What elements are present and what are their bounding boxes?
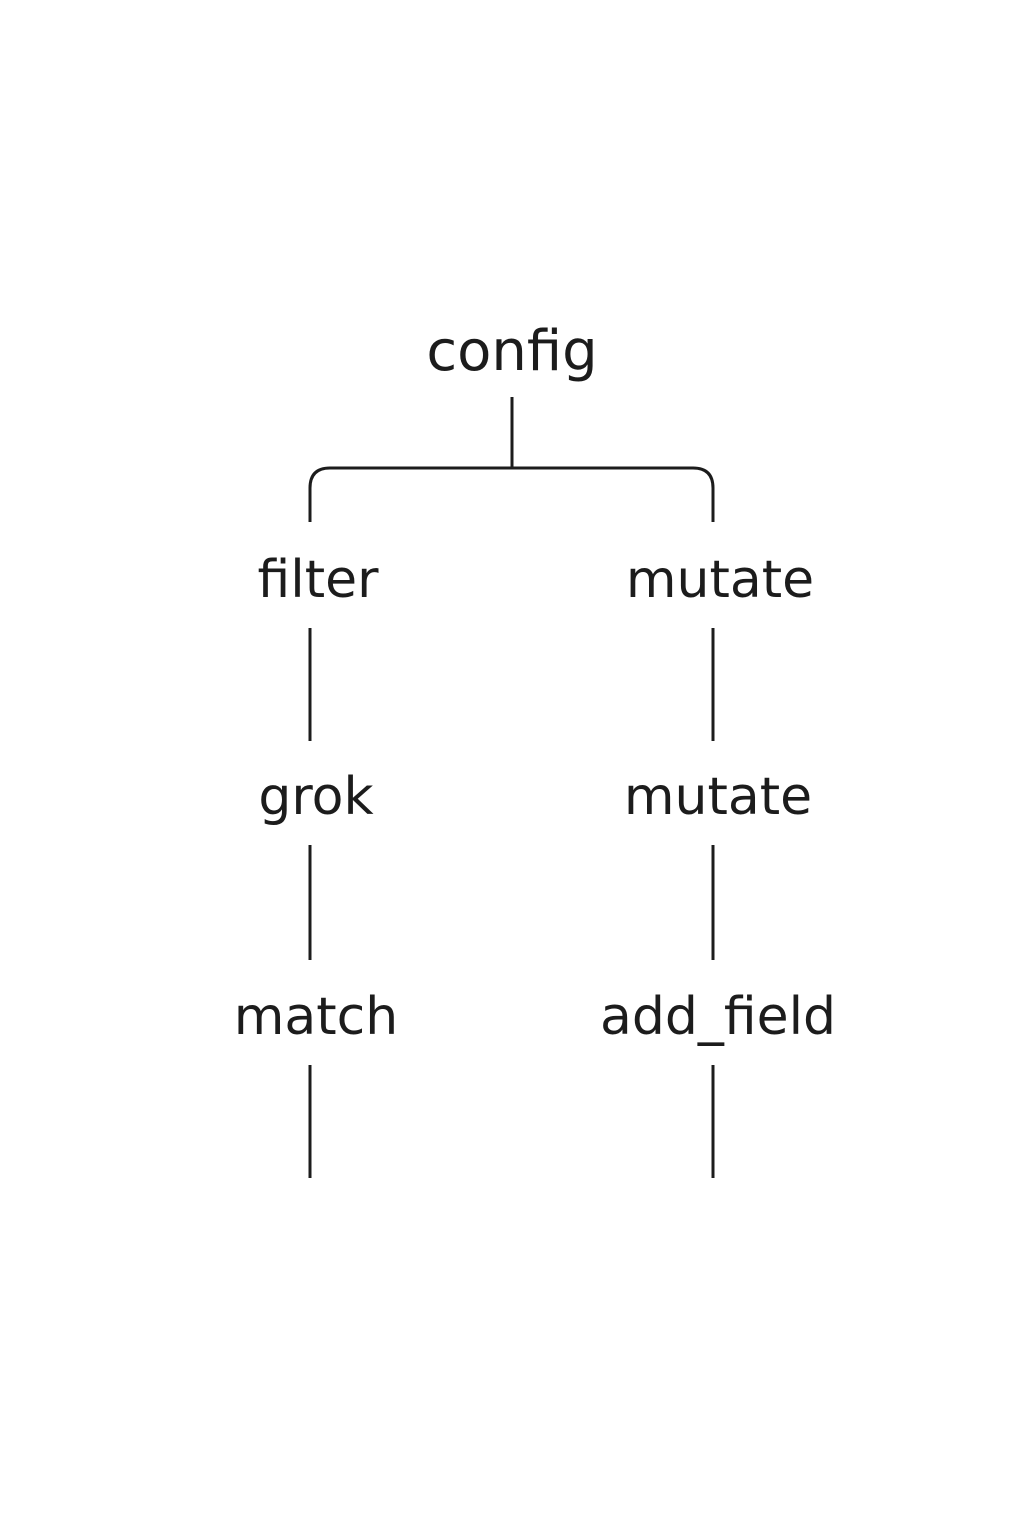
node-config: config [426,319,598,384]
node-grok: grok [258,767,374,827]
node-match: match [233,987,399,1047]
branch-bracket [308,466,715,522]
node-filter: filter [257,550,379,610]
node-mutate-2: mutate [623,767,813,827]
node-add-field: add_field [599,987,837,1047]
node-mutate-1: mutate [625,550,815,610]
